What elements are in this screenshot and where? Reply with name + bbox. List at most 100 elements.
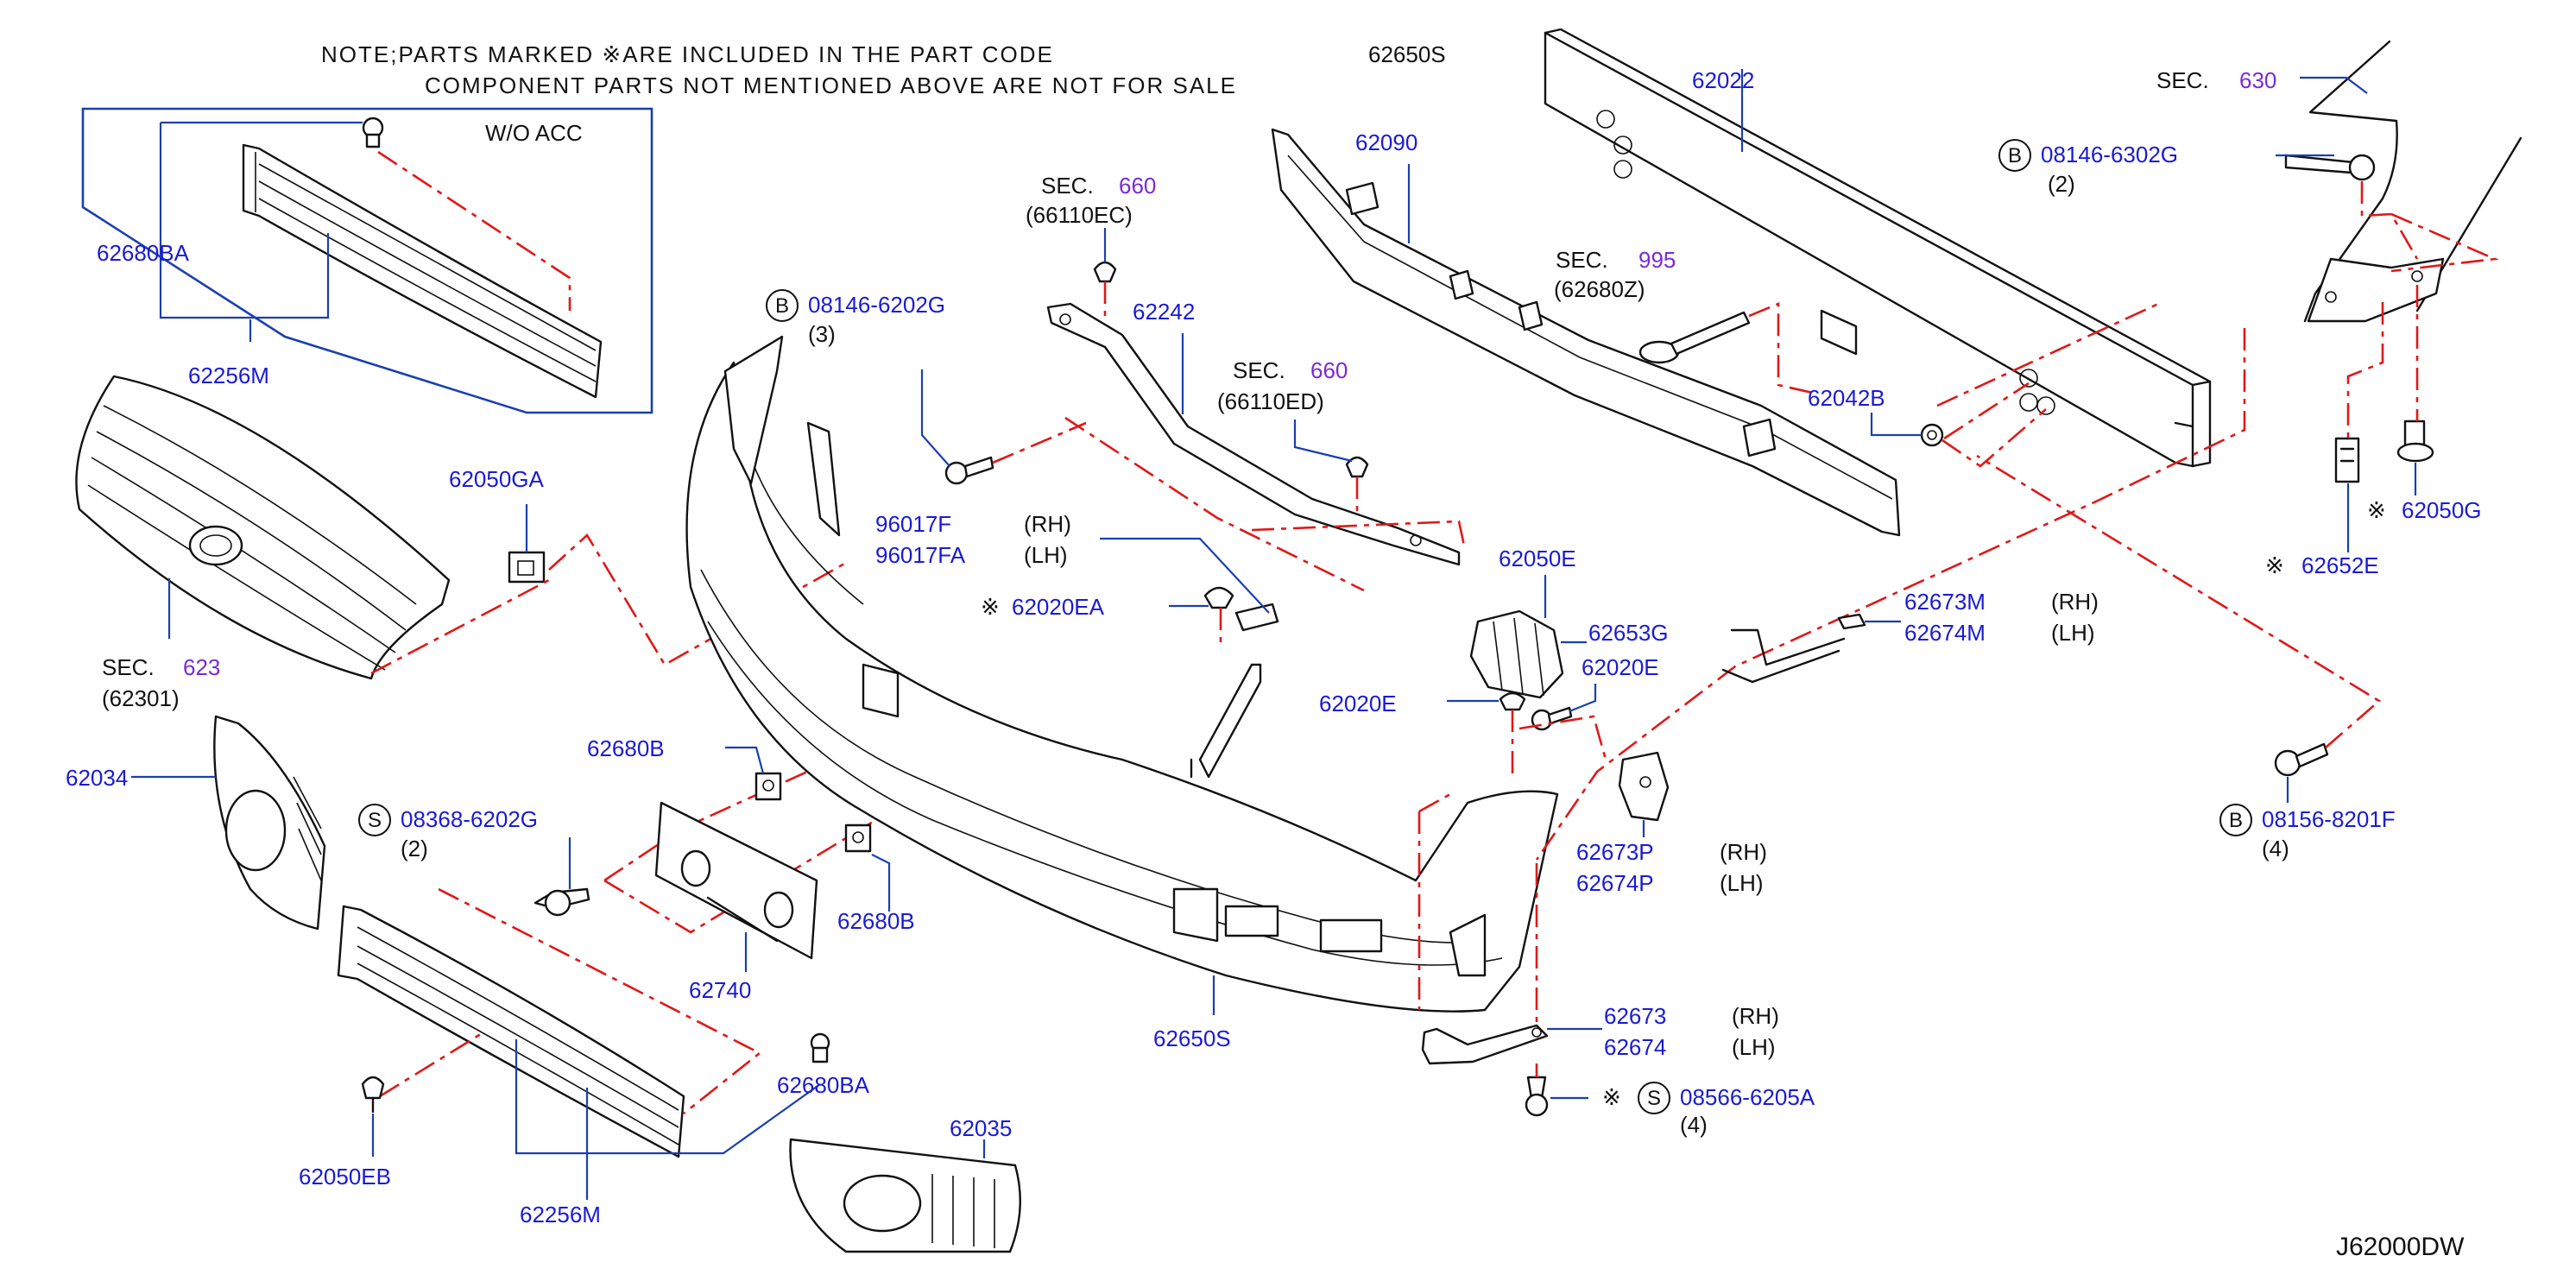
side-62673: (RH) [1732,1003,1779,1029]
sec995-code: (62680Z) [1554,276,1645,302]
bracket-62673p [1618,751,1670,822]
label-62050g: 62050G [2402,497,2482,523]
sec623-number: 623 [183,654,220,680]
clip-62680ba [810,1032,830,1063]
screw-s-mark-2 [1638,1082,1670,1114]
label-62242: 62242 [1133,299,1195,325]
inset-dash-line [377,150,571,311]
note-line-1: NOTE;PARTS MARKED ※ARE INCLUDED IN THE P… [321,41,1054,67]
kome-62652e: ※ [2265,552,2284,578]
label-62673m: 62673M [1904,589,1986,615]
leader-96017f [1100,537,1270,614]
side-62673m: (RH) [2051,589,2099,615]
dash-nut-beam [1941,408,2047,468]
tow-hook-62680z [1638,311,1751,364]
label-96017f: 96017F [875,511,951,537]
bolt-b-mark-3 [2219,804,2252,836]
label-62740: 62740 [689,977,751,1003]
bolt-b-mark-2 [1998,139,2031,172]
screw-s-mark-2-text: S [1647,1087,1661,1110]
inset-label-62680ba: 62680BA [97,240,190,266]
label-62050e: 62050E [1499,546,1576,571]
leader-sec630 [2300,76,2368,94]
inset-clip-62680ba [362,117,384,148]
leader-08146-6202g [920,369,950,467]
screw-s-mark-1-text: S [368,809,382,832]
label-62022: 62022 [1692,67,1754,93]
bolt-b-mark-1-text: B [775,294,789,318]
sec995-number: 995 [1638,247,1676,273]
clip-62050g [2396,420,2434,463]
label-08368-6202g: 08368-6202G [401,806,538,832]
sec660b-prefix: SEC. [1233,357,1285,383]
bracket-62673 [1421,1024,1549,1065]
reinforcement-62242 [1046,302,1461,566]
label-62020e-a: 62020E [1319,691,1397,716]
leader-62256m [515,1039,821,1155]
inset-box: W/O ACC 62680BA 62256M [81,107,653,414]
dash-tow-hook [1748,302,1817,395]
sec660a-code: (66110EC) [1026,202,1133,228]
dash-bolt-reinf [992,421,1087,464]
side-62674m: (LH) [2051,620,2095,646]
label-62256m: 62256M [520,1202,601,1227]
sec623-code: (62301) [102,685,180,711]
leader-62680b-b [871,854,891,912]
clip-66110ec [1093,261,1117,283]
plate-bracket-62740 [654,801,818,960]
screw-s-mark-1 [358,804,391,836]
clip-62680b-lower [844,824,872,853]
bracket-62653g [1469,609,1564,699]
label-96017fa: 96017FA [875,542,966,568]
dash-62242-b [1251,520,1466,546]
label-62042b: 62042B [1808,385,1885,411]
label-62680b-a: 62680B [587,735,665,761]
fender-bracket-sec630 [2303,40,2522,323]
label-62090: 62090 [1355,129,1417,155]
label-62050ga: 62050GA [449,466,545,492]
label-08146-6302g: 08146-6302G [2041,142,2178,167]
dash-62020e-b [1518,715,1607,760]
dash-bolt-bracket [2360,181,2419,260]
clip-62050ga [508,551,546,584]
note-line-2: COMPONENT PARTS NOT MENTIONED ABOVE ARE … [425,73,1237,98]
dash-long-route [1535,328,2246,861]
kome-62020ea: ※ [981,594,1000,620]
dash-lower-grille [438,887,762,1115]
label-62050eb: 62050EB [299,1164,391,1190]
side-62674p: (LH) [1720,870,1764,896]
inset-grille-62256m [242,143,603,399]
clip-62020ea [1203,586,1234,609]
label-62673p: 62673P [1576,839,1654,865]
dash-62652e [2346,302,2384,439]
kome-62050g: ※ [2367,497,2386,523]
dash-62242-bumper [1064,416,1365,592]
qty-08566-6205a: (4) [1680,1112,1708,1138]
clip-62050eb [361,1076,385,1114]
absorber-62090 [1271,128,1901,537]
sec660a-number: 660 [1119,173,1156,199]
sec630-number: 630 [2239,67,2276,93]
beam-62022 [1544,28,2212,468]
bolt-b-mark-2-text: B [2008,144,2022,167]
bolt-08156-8201f [2274,742,2329,777]
leader-62680b-a [725,746,765,774]
screw-08566-6205a [1525,1076,1549,1117]
label-62020ea: 62020EA [1012,594,1105,620]
nut-62042b [1920,423,1944,447]
side-96017f: (RH) [1024,511,1071,537]
bolt-08146-6302g [2284,154,2376,181]
fog-cover-62035 [789,1138,1021,1253]
leader-62020e-b [1569,684,1597,713]
label-62674p: 62674P [1576,870,1654,896]
sec660b-number: 660 [1310,357,1348,383]
clip-62680b-upper [754,772,782,801]
label-62652e: 62652E [2301,552,2379,578]
kome-08566: ※ [1602,1084,1621,1110]
strip-62673m [1721,613,1866,684]
side-62673p: (RH) [1720,839,1767,865]
leader-sec660b [1293,420,1353,463]
side-96017fa: (LH) [1024,542,1068,568]
qty-08368-6202g: (2) [401,836,428,861]
sec995-prefix: SEC. [1556,247,1608,273]
